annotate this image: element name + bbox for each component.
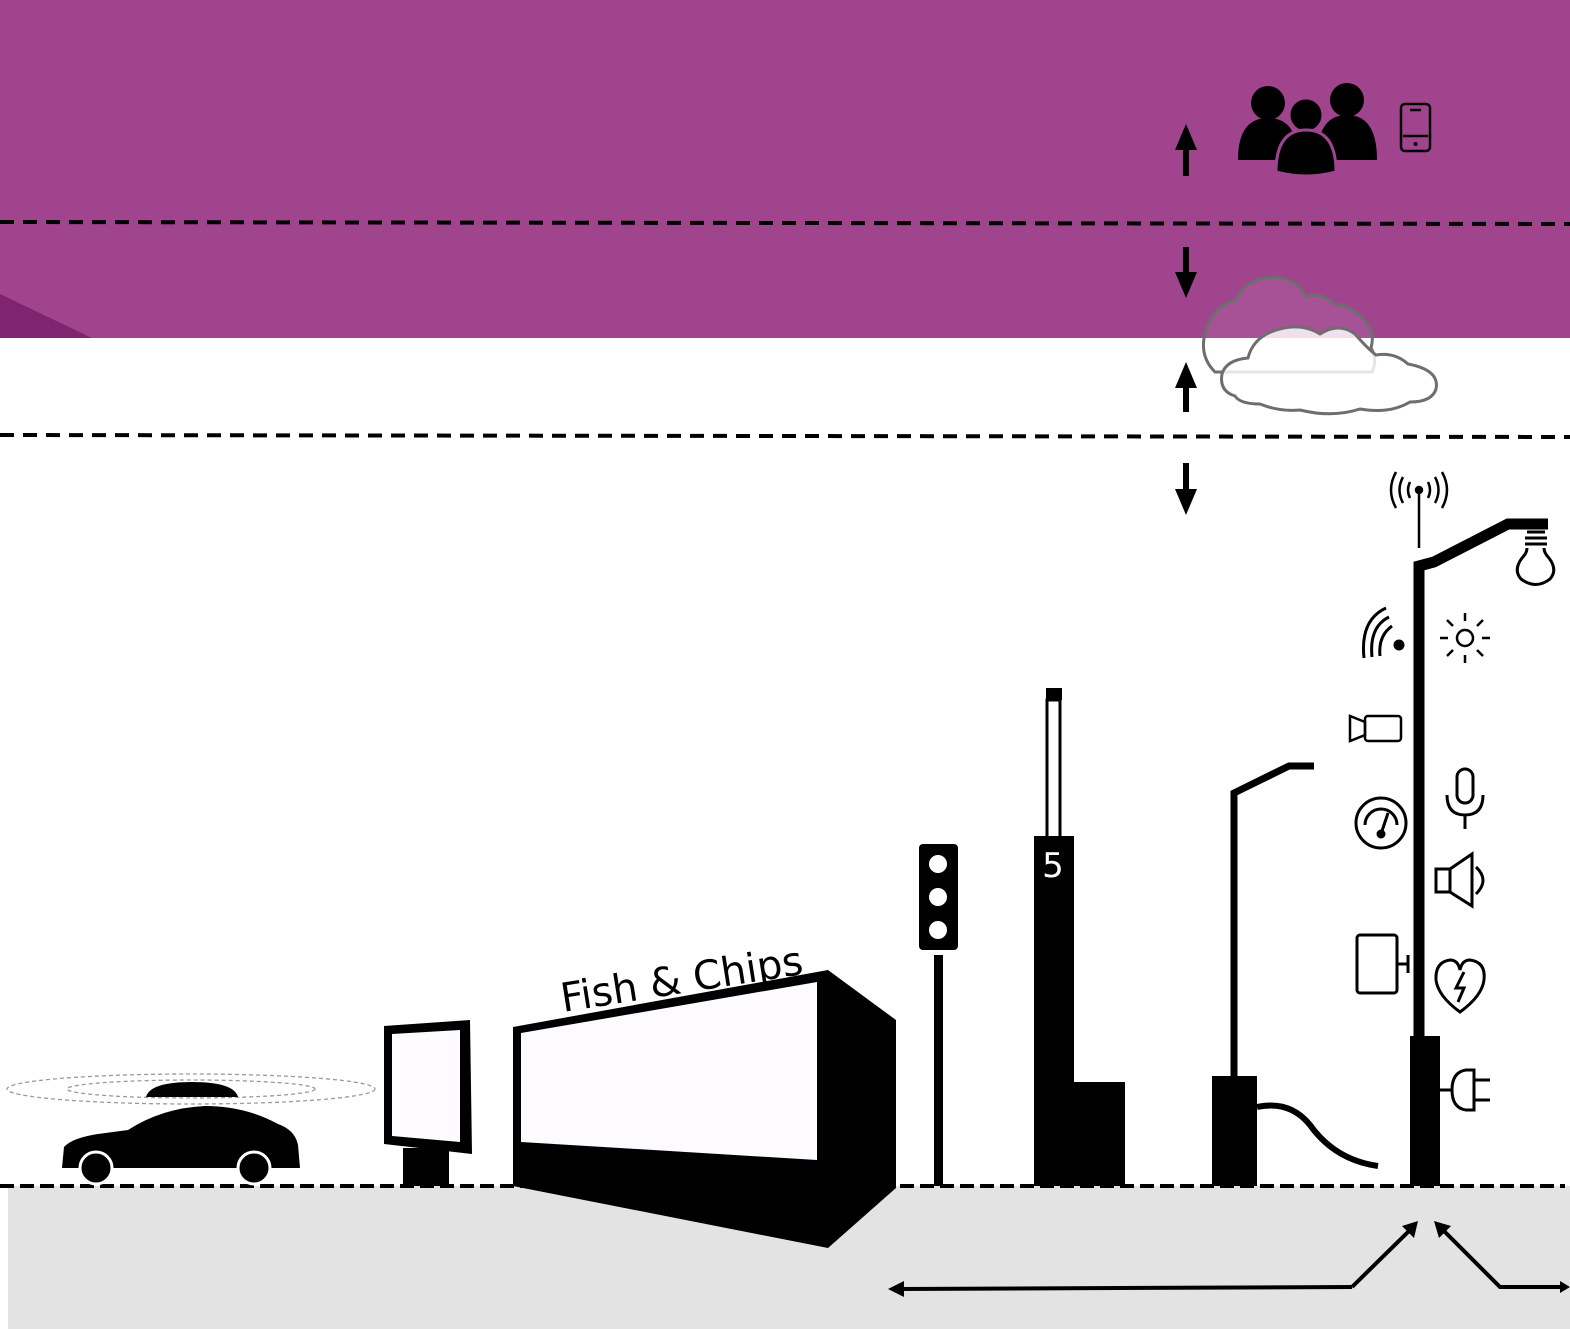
gauge-icon — [1356, 798, 1406, 848]
separator-upper — [0, 222, 1570, 224]
microphone-icon — [1447, 769, 1483, 829]
charging-cable — [1257, 1105, 1378, 1166]
ev-charger-post — [1212, 766, 1378, 1186]
speaker-icon — [1436, 854, 1483, 906]
billboard — [384, 1020, 472, 1186]
connected-car — [7, 1074, 375, 1184]
bus-route-number: 5 — [1042, 846, 1064, 886]
traffic-light — [919, 844, 958, 1186]
wifi-sensor-icon — [1363, 608, 1403, 658]
down-arrow-devices — [1175, 463, 1197, 515]
power-plug-icon — [1440, 1070, 1490, 1110]
bus-stop — [1034, 688, 1125, 1186]
antenna-icon — [1391, 472, 1447, 548]
heart-defibrillator-icon — [1436, 960, 1484, 1012]
light-bulb-icon — [1517, 532, 1554, 585]
video-camera-icon — [1350, 716, 1401, 741]
car-roof-sensor — [146, 1082, 238, 1097]
sun-icon — [1440, 613, 1490, 663]
separator-middle — [0, 435, 1570, 437]
display-panel-icon — [1357, 935, 1408, 993]
up-arrow-cloud — [1175, 362, 1197, 412]
